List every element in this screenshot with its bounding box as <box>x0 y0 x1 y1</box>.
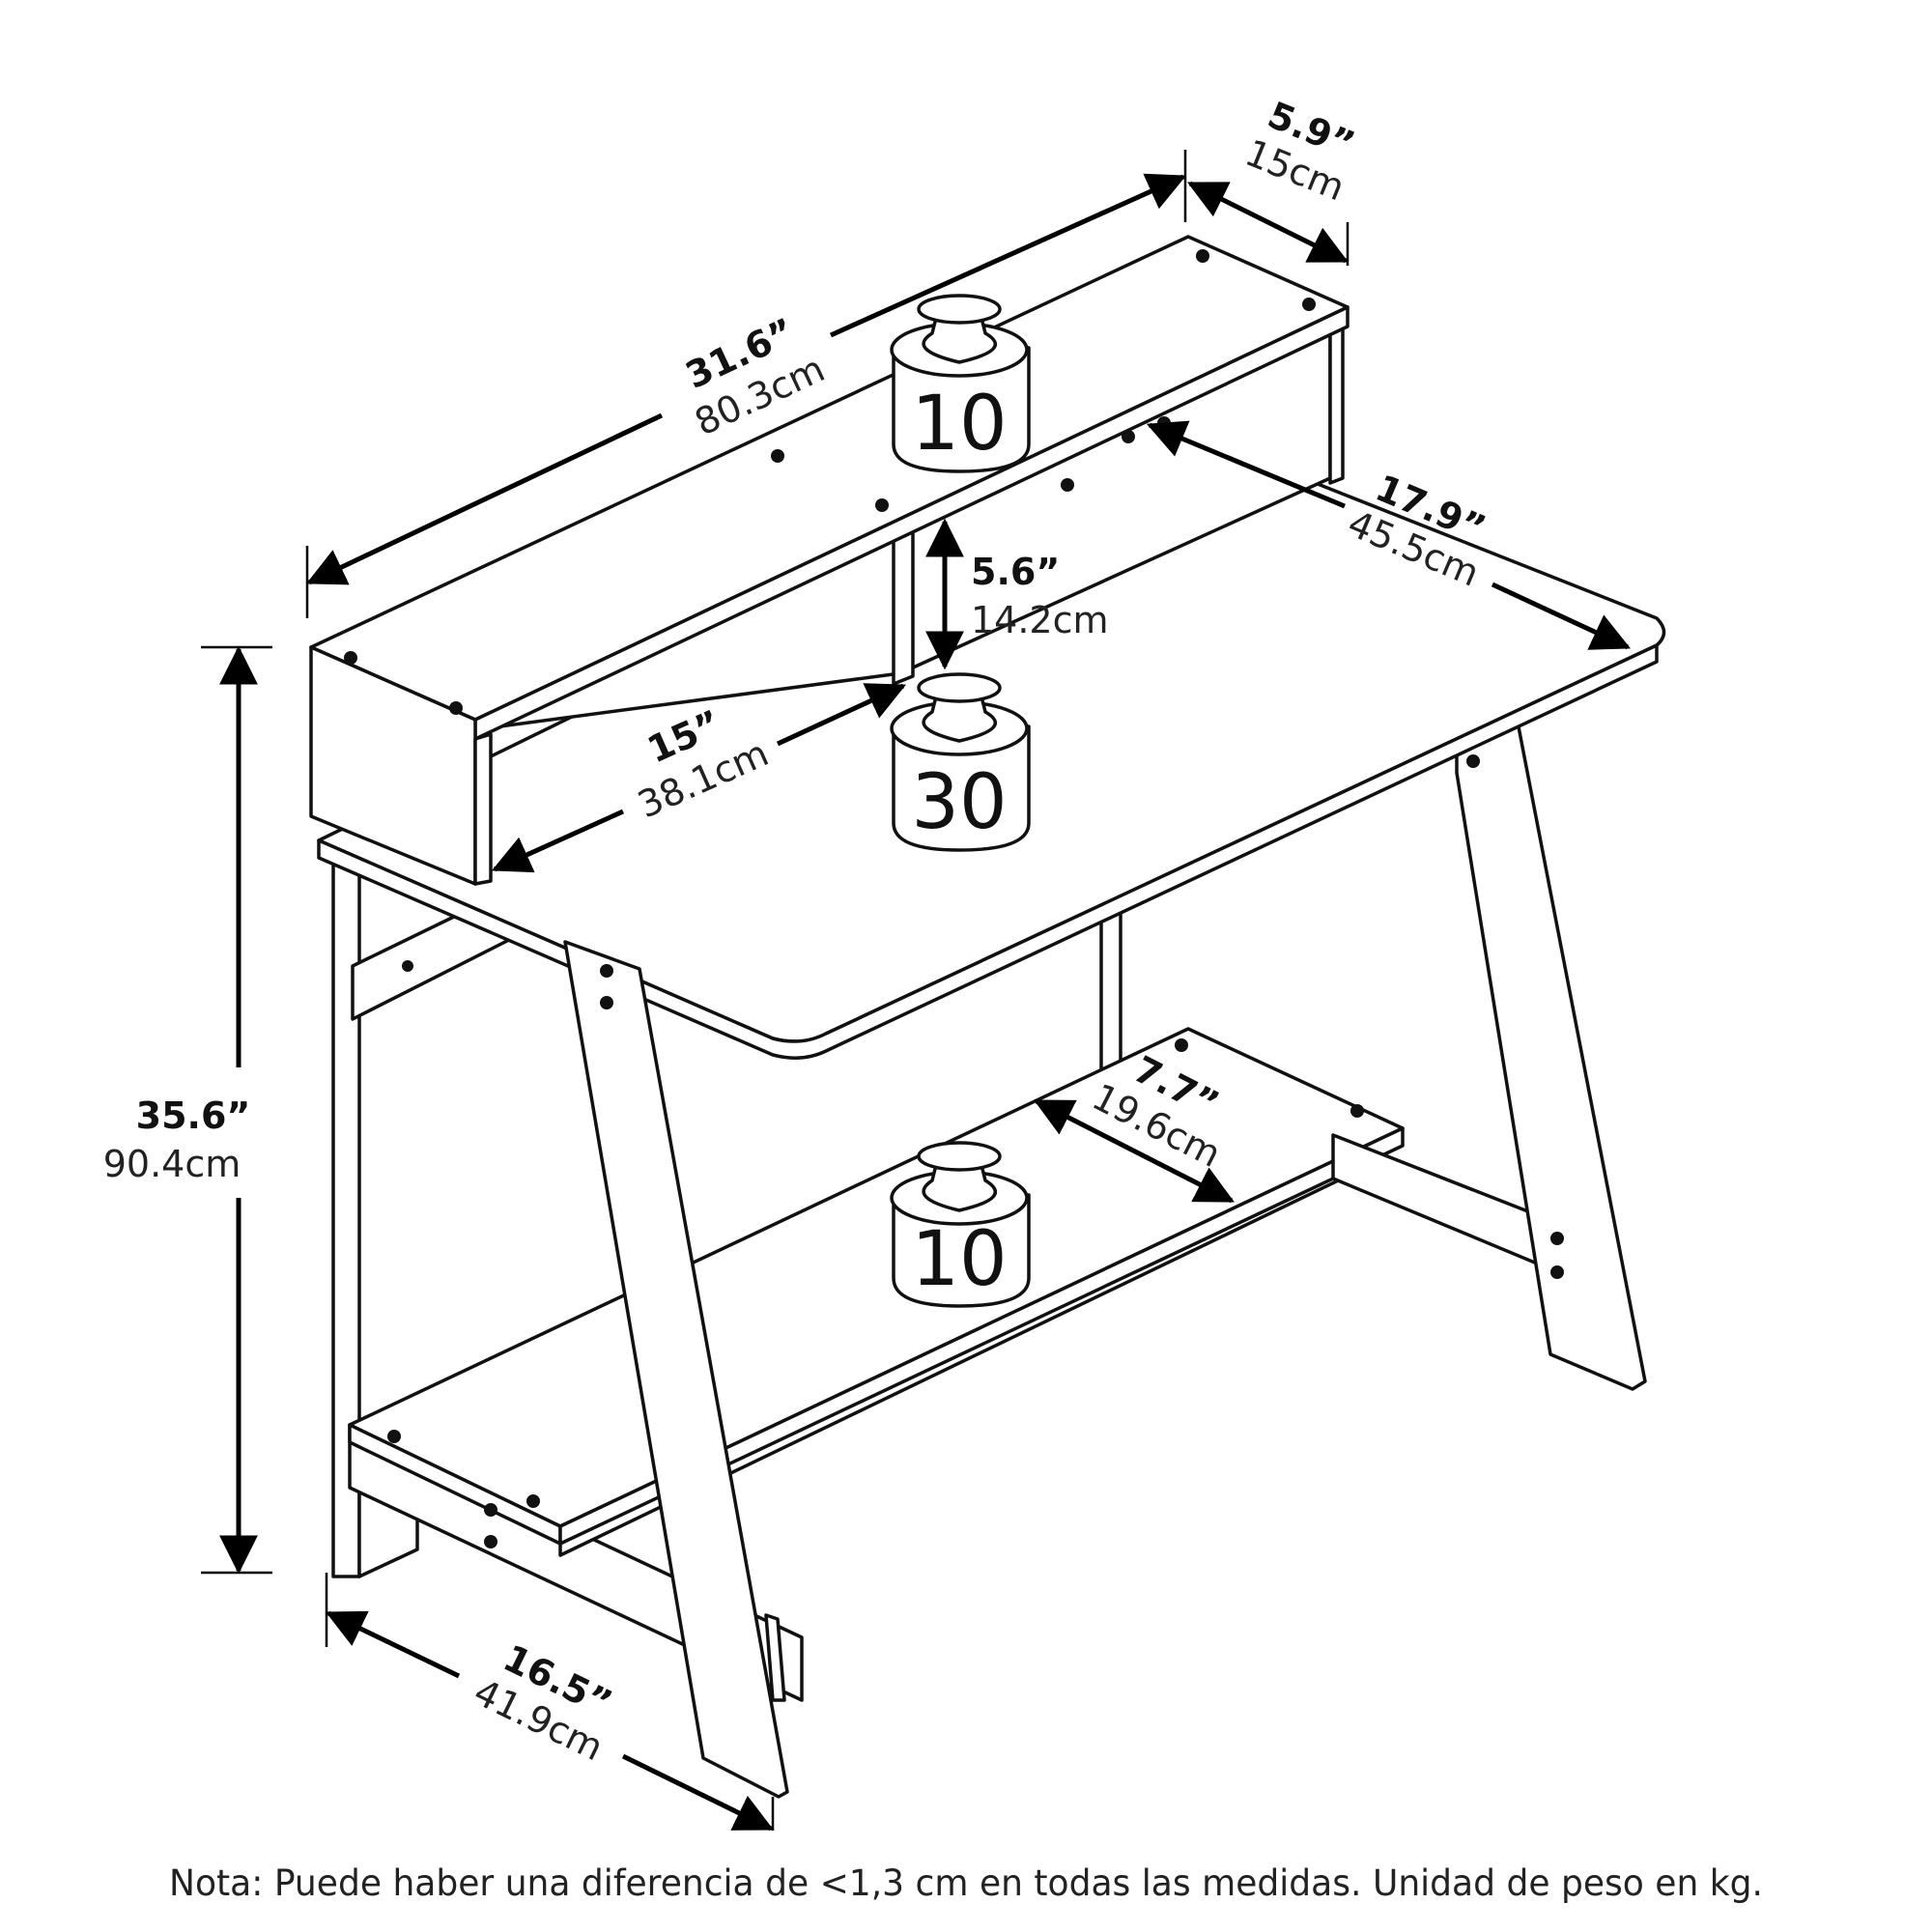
weight-bottom-shelf: 10 <box>890 1141 1031 1308</box>
hutch-left-box-front <box>473 732 493 886</box>
weight-desktop-label: 30 <box>911 759 1007 846</box>
dim-hutch-height-cm: 14.2cm <box>971 599 1109 641</box>
dim-hutch-depth: 5.9” 15cm <box>1187 94 1360 266</box>
bottom-shelf <box>348 1027 1405 1528</box>
hutch-right-side <box>1328 325 1345 485</box>
desktop-front-edge <box>317 643 1659 1060</box>
weight-hutch-top: 10 <box>890 294 1031 473</box>
weight-hutch-top-label: 10 <box>911 381 1007 468</box>
front-right-leg <box>1455 715 1647 1391</box>
dim-total-height-cm: 90.4cm <box>103 1143 242 1185</box>
front-left-leg-block <box>764 1613 786 1702</box>
hutch-middle-divider <box>892 527 915 686</box>
dim-total-height: 35.6” 90.4cm <box>103 645 272 1575</box>
bottom-shelf-front-edge <box>558 1126 1405 1546</box>
dim-total-height-in: 35.6” <box>136 1094 251 1137</box>
weight-bottom-shelf-label: 10 <box>911 1216 1007 1303</box>
dim-hutch-height: 5.6” 14.2cm <box>925 518 1109 670</box>
front-left-leg <box>563 940 789 1799</box>
footer-note: Nota: Puede haber una diferencia de <1,3… <box>169 1862 1763 1904</box>
dim-hutch-height-in: 5.6” <box>971 551 1060 593</box>
weight-desktop: 30 <box>890 672 1031 852</box>
